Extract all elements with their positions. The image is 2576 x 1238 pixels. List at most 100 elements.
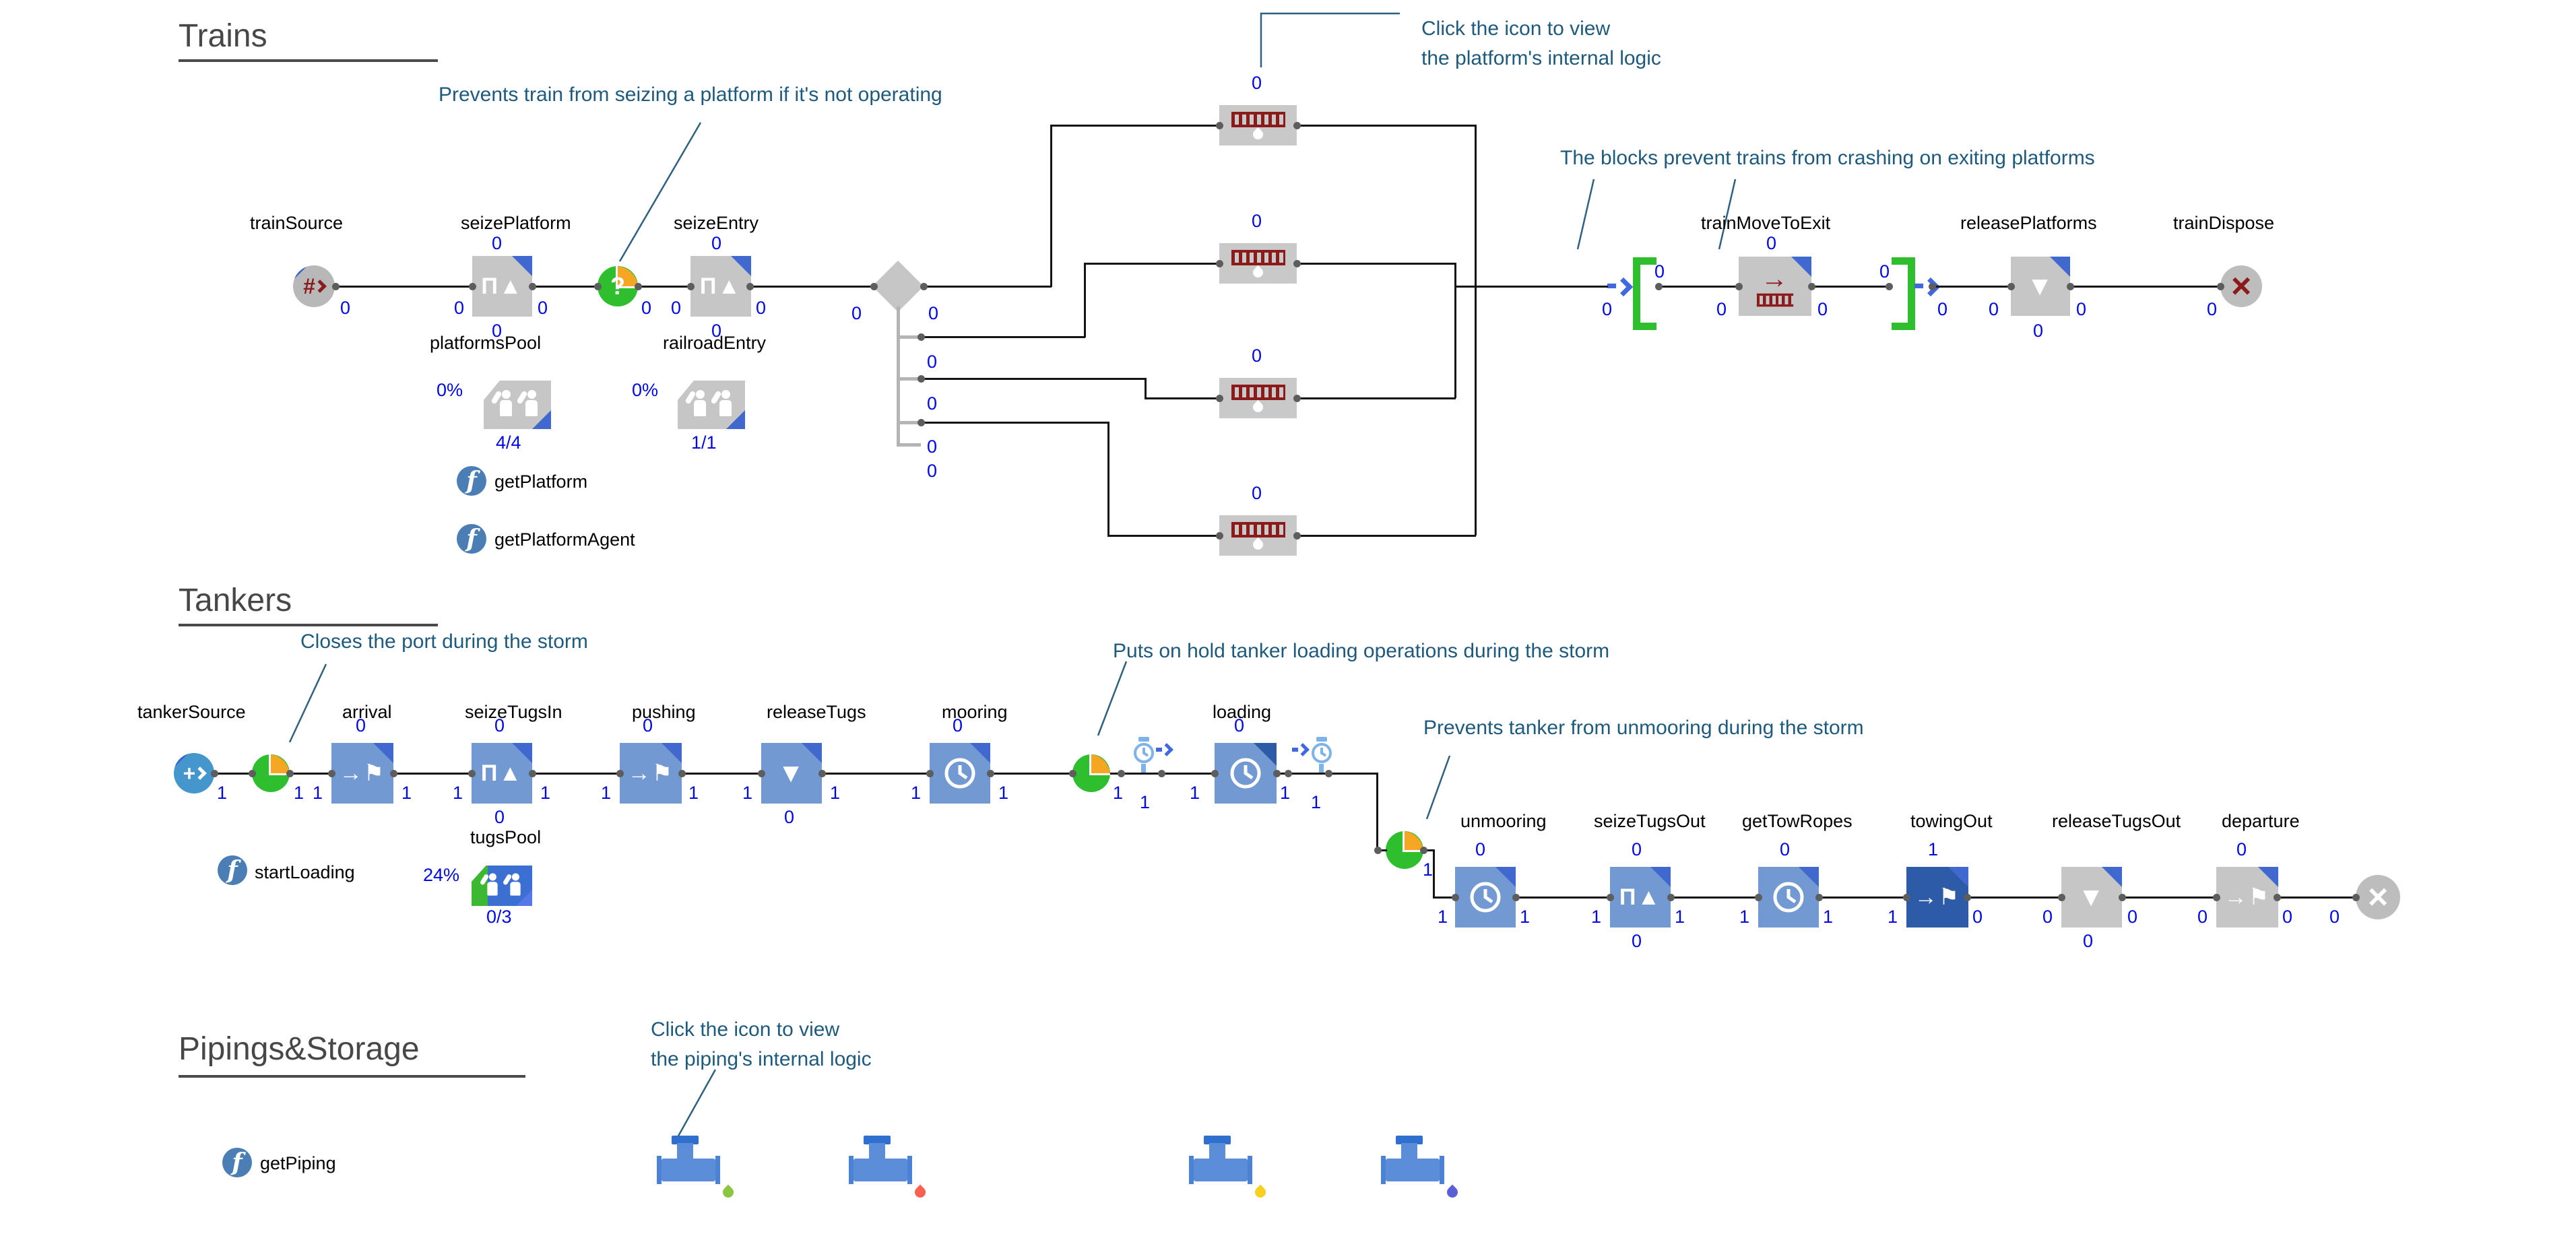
count-seizeEntry-right: 0 [756, 298, 767, 318]
seize-icon: Π▲ [481, 273, 523, 299]
resource-pool-railroadEntry[interactable] [678, 381, 745, 429]
block-releasePlatforms[interactable]: ▼ [2011, 257, 2070, 316]
measure-dash-icon [1292, 748, 1298, 752]
count-seizeEntry-bottom: 0 [711, 321, 722, 341]
annotation-loading_hold: Puts on hold tanker loading operations d… [1113, 640, 1610, 662]
valve-piping-3[interactable] [1189, 1136, 1268, 1203]
block-seizeEntry[interactable]: Π▲ [690, 256, 751, 317]
port-dot [1216, 532, 1223, 540]
count-pushing-left: 1 [601, 783, 612, 803]
block-platform-3[interactable] [1219, 378, 1297, 418]
port-dot [1512, 894, 1520, 901]
port-dot [2119, 894, 2126, 901]
block-trainMoveToExit[interactable]: → [1739, 257, 1811, 316]
count-tankerDispose-in: 0 [2329, 907, 2340, 927]
count-departure-left: 0 [2197, 907, 2208, 927]
count-getTowRopes-right: 1 [1823, 907, 1834, 927]
port-dot [1667, 894, 1675, 901]
block-enter-dash-icon [1607, 284, 1616, 288]
function-startLoading-icon[interactable]: f [218, 855, 247, 885]
port-dot [687, 283, 695, 290]
function-getPlatformAgent-icon[interactable]: f [457, 524, 486, 554]
count-arrival-left: 1 [313, 783, 323, 803]
tanker-source-arrow-icon [193, 767, 207, 780]
block-platform-2[interactable] [1219, 243, 1297, 284]
connector-wire [2070, 286, 2220, 288]
section-underline-tankers [179, 624, 438, 626]
count-timeMeasureStart-count: 1 [1140, 792, 1151, 812]
port-dot [2274, 894, 2281, 901]
label-getPiping: getPiping [260, 1153, 336, 1173]
block-arrival[interactable]: →⚑ [331, 743, 393, 804]
connector-wire [680, 773, 761, 775]
count-trainMoveToExit-left: 0 [1716, 299, 1727, 319]
railroad-icon [1756, 293, 1794, 306]
block-loading[interactable] [1215, 743, 1277, 804]
block-departure[interactable]: →⚑ [2216, 867, 2278, 927]
connector-wire [532, 286, 598, 288]
block-hold-port[interactable] [252, 754, 290, 792]
section-title-pipings: Pipings&Storage [179, 1031, 420, 1067]
block-enter-bracket[interactable] [1633, 257, 1656, 330]
block-selectOutput[interactable] [872, 260, 924, 313]
block-releaseTugsOut[interactable]: ▼ [2061, 867, 2122, 927]
count-seizeTugsIn-bottom: 0 [494, 807, 505, 827]
label-startLoading: startLoading [255, 862, 355, 882]
block-hold-unmooring[interactable] [1386, 831, 1423, 869]
block-tankerSource[interactable]: + [174, 753, 214, 793]
label-loading: loading [1213, 702, 1272, 722]
block-timeMeasureStart[interactable] [1132, 737, 1173, 776]
connector-wire [1423, 849, 1434, 851]
block-getTowRopes[interactable] [1758, 867, 1819, 927]
resource-pool-platformsPool[interactable] [484, 381, 551, 429]
label-getPlatformAgent: getPlatformAgent [494, 529, 635, 550]
count-seizePlatform-right: 0 [538, 298, 548, 318]
block-mooring[interactable] [930, 743, 990, 804]
port-dot [211, 770, 218, 777]
block-releaseTugs[interactable]: ▼ [761, 743, 822, 804]
block-seizeTugsOut[interactable]: Π▲ [1610, 867, 1671, 927]
function-getPiping-icon[interactable]: f [222, 1148, 252, 1177]
count-releasePlatforms-bottom: 0 [2033, 321, 2044, 341]
connector-wire [1932, 286, 2011, 288]
port-dot [1118, 770, 1125, 777]
port-dot [758, 770, 765, 777]
block-pushing[interactable]: →⚑ [620, 743, 682, 804]
label-tugsPool: tugsPool [470, 827, 542, 847]
port-dot [1929, 283, 1936, 290]
block-unmooring[interactable] [1455, 867, 1516, 927]
block-hold-loading[interactable] [1072, 754, 1110, 792]
label-trainDispose: trainDispose [2173, 213, 2275, 233]
section-underline-pipings [179, 1075, 525, 1078]
section-underline-trains [179, 59, 438, 62]
block-towingOut[interactable]: →⚑ [1906, 867, 1968, 927]
port-dot [1452, 894, 1459, 901]
block-exit-bracket[interactable] [1892, 257, 1915, 330]
block-tankerDispose[interactable]: × [2356, 875, 2400, 919]
hold-wedge-icon [1089, 754, 1110, 775]
block-platform-1[interactable] [1219, 105, 1297, 145]
port-dot [746, 283, 754, 290]
block-trainSource[interactable]: # [293, 265, 335, 307]
block-timeMeasureEnd[interactable] [1292, 737, 1332, 776]
valve-piping-2[interactable] [849, 1136, 928, 1203]
resource-pool-tugsPool[interactable] [472, 866, 532, 906]
connector-wire [1811, 286, 1892, 288]
connector-wire [1659, 286, 1739, 288]
count-blockEnter-left: 0 [1602, 299, 1613, 319]
tanker-source-icon: + [183, 761, 196, 785]
valve-piping-4[interactable] [1381, 1136, 1460, 1203]
droplet-icon [912, 1184, 928, 1200]
block-trainDispose[interactable]: × [2220, 265, 2262, 307]
port-dot [328, 770, 335, 777]
block-seizePlatform[interactable]: Π▲ [472, 256, 532, 317]
block-platform-4[interactable] [1219, 515, 1297, 556]
port-dot [917, 375, 925, 383]
block-seizeTugsIn[interactable]: Π▲ [472, 743, 532, 804]
block-hold-seize[interactable]: ? [598, 266, 638, 306]
function-getPlatform-icon[interactable]: f [457, 466, 486, 496]
count-departure-right: 0 [2282, 907, 2293, 927]
valve-piping-1[interactable] [657, 1136, 736, 1203]
port-dot [926, 770, 934, 777]
